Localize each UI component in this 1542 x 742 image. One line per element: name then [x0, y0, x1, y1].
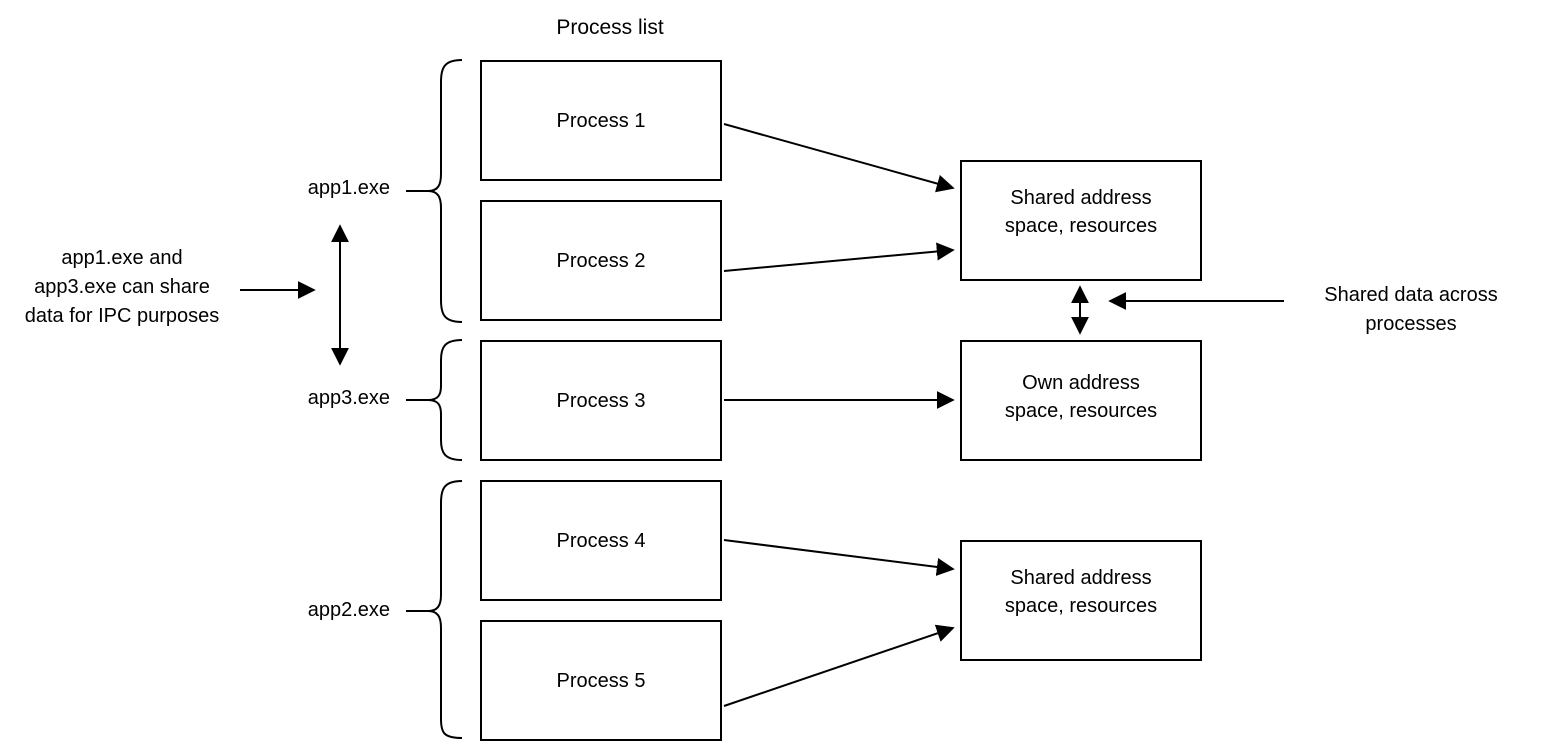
- group-label-app1: app1.exe: [307, 177, 390, 199]
- arrow-process2-to-shared-top: [723, 242, 955, 272]
- own-address-label: Own address space, resources: [1004, 371, 1158, 422]
- group-label-app2: app2.exe: [307, 599, 390, 621]
- ipc-annotation: app1.exe and app3.exe can share data for…: [24, 247, 220, 327]
- shared-address-box-bottom: Shared address space, resources: [960, 540, 1202, 661]
- brace-app2: [406, 480, 463, 739]
- arrow-process5-to-shared-bottom: [723, 624, 955, 707]
- process-box-2: Process 2: [480, 200, 722, 321]
- brace-app3: [406, 339, 463, 461]
- group-label-app3: app3.exe: [307, 387, 390, 409]
- process-1-label: Process 1: [556, 109, 646, 132]
- shared-address-box-top: Shared address space, resources: [960, 160, 1202, 281]
- process-box-5: Process 5: [480, 620, 722, 741]
- shared-address-top-label: Shared address space, resources: [1004, 186, 1158, 237]
- process-box-1: Process 1: [480, 60, 722, 181]
- process-2-label: Process 2: [556, 249, 646, 272]
- process-box-3: Process 3: [480, 340, 722, 461]
- shared-address-bottom-label: Shared address space, resources: [1004, 566, 1158, 617]
- process-5-label: Process 5: [556, 669, 646, 692]
- arrow-process4-to-shared-bottom: [723, 539, 955, 576]
- process-3-label: Process 3: [556, 389, 646, 412]
- brace-app1: [406, 59, 463, 323]
- process-4-label: Process 4: [556, 529, 646, 552]
- diagram-title: Process list: [556, 16, 664, 39]
- arrow-process1-to-shared-top: [723, 123, 955, 193]
- process-box-4: Process 4: [480, 480, 722, 601]
- shared-data-annotation: Shared data across processes: [1324, 284, 1498, 335]
- own-address-box: Own address space, resources: [960, 340, 1202, 461]
